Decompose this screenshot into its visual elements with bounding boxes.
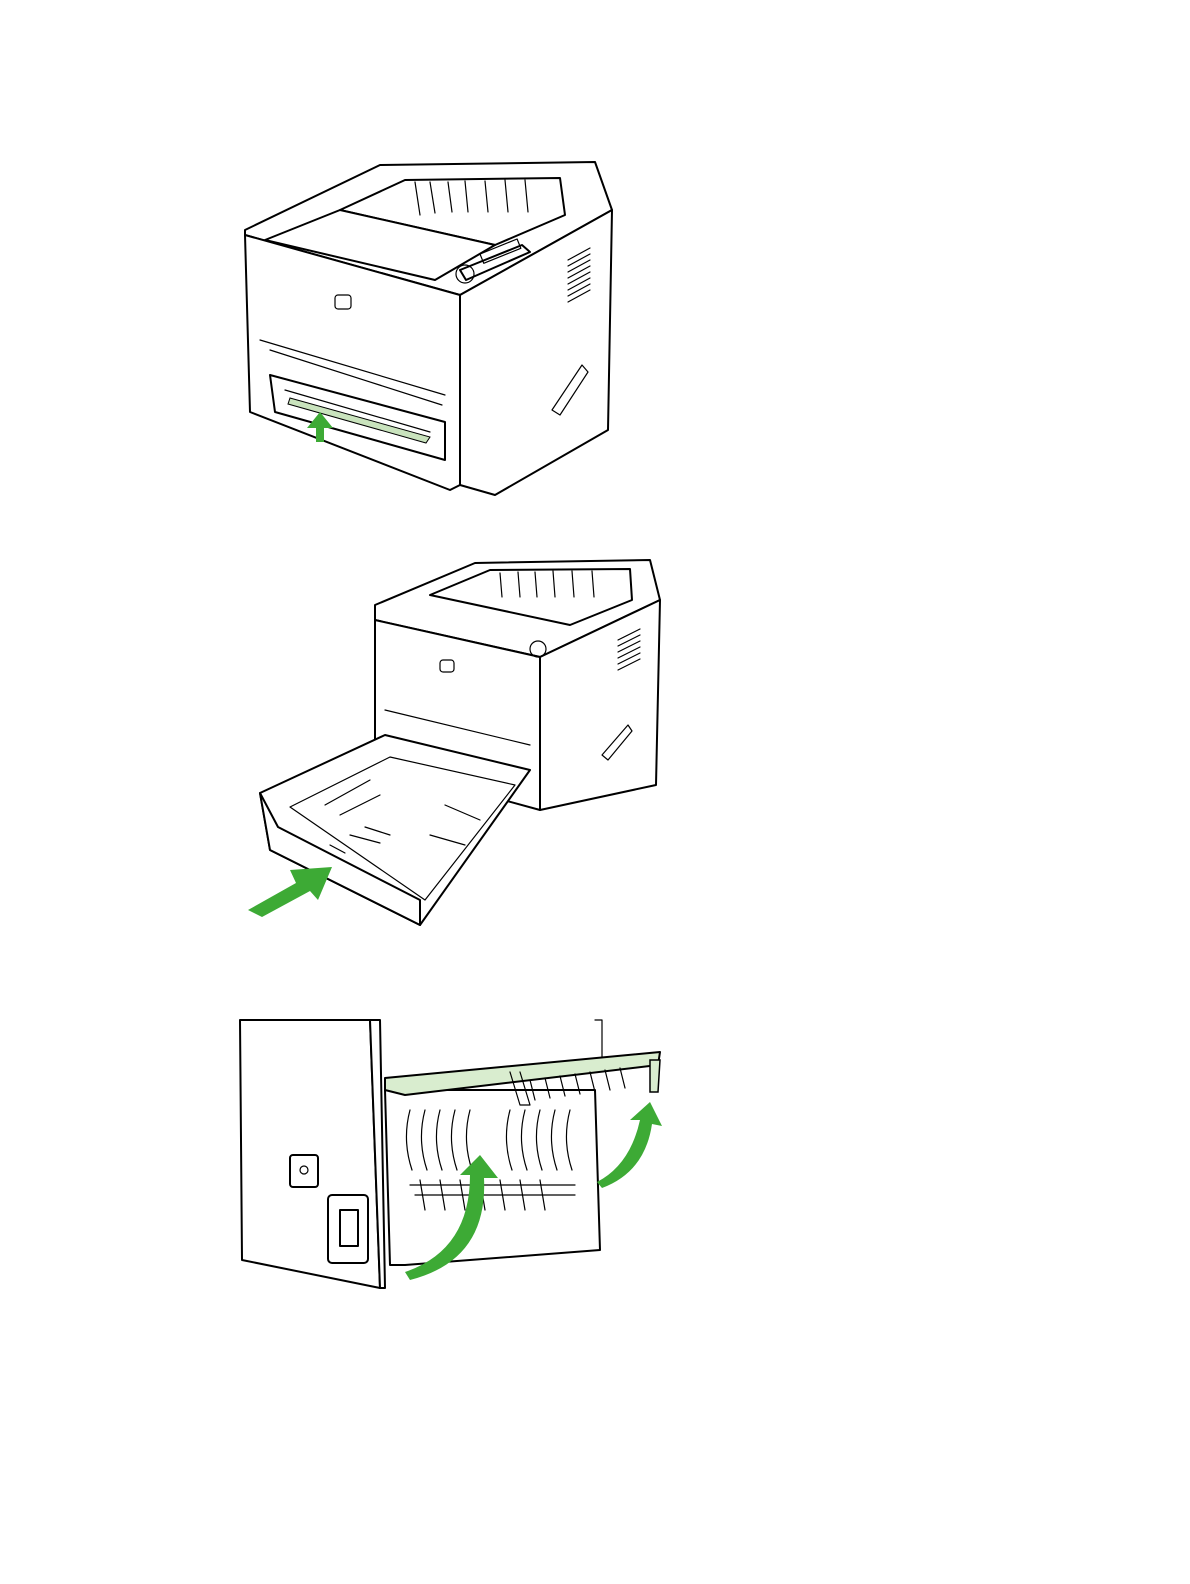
- printer-front-illustration: [230, 150, 630, 510]
- printer-tray-illustration: [230, 545, 670, 945]
- printer-body: [240, 1020, 602, 1288]
- printer-rear-illustration: [230, 1010, 670, 1300]
- printer-body: [245, 162, 612, 495]
- push-arrow-icon: [248, 867, 332, 917]
- paper-tray: [260, 735, 530, 925]
- curved-arrow-right-icon: [597, 1102, 662, 1188]
